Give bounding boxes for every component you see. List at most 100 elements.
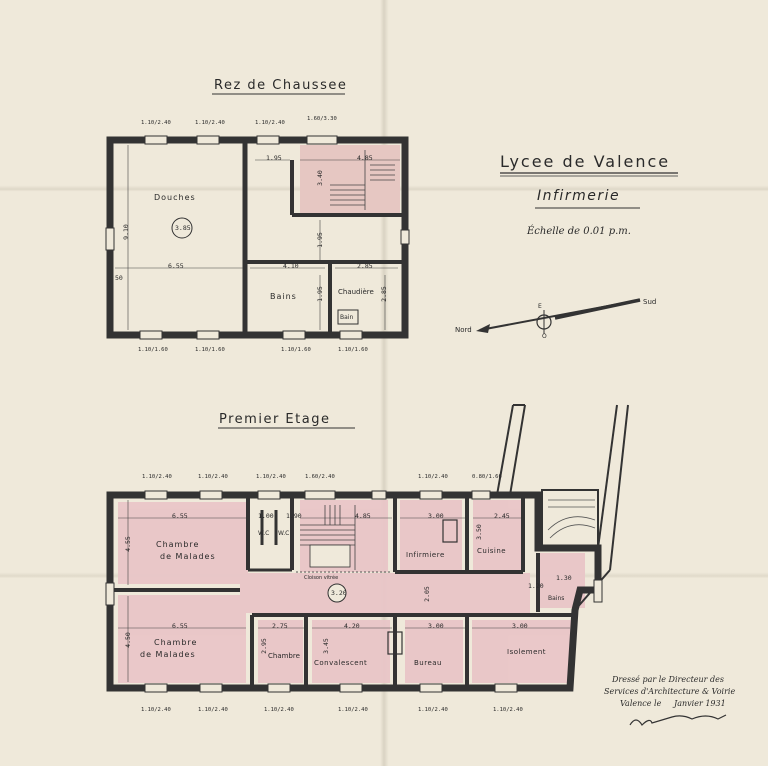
room-chaudiere: Chaudière: [338, 288, 374, 296]
dim: 2.85: [379, 286, 388, 302]
dim-wall: 50: [115, 274, 123, 282]
compass: [476, 298, 641, 334]
window-dim: 1.10/2.40: [141, 120, 171, 126]
room-infirmiere: Infirmiere: [406, 551, 445, 559]
dim: 3.50: [474, 524, 483, 540]
window-dim: 1.10/2.40: [418, 474, 448, 480]
dim: 6.55: [172, 622, 188, 630]
room-wc2: W.C: [278, 530, 290, 537]
bain-box: [337, 309, 359, 325]
room-convalescent: Convalescent: [314, 659, 368, 667]
dim: 3.00: [428, 622, 444, 630]
window-dim: 1.10/1.60: [138, 347, 168, 353]
room-chambre1-b: de Malades: [160, 552, 216, 561]
ground-window-left: [105, 227, 115, 251]
first-floor-label: Premier Etage: [219, 412, 331, 427]
dim: 3.40: [315, 170, 324, 186]
dim: 2.75: [272, 622, 288, 630]
dim: 4.55: [123, 536, 132, 552]
first-dimension-lines: [118, 500, 570, 682]
title-line1: Lycee de Valence: [500, 152, 671, 171]
ground-windows-top: [144, 135, 338, 145]
first-height-mark: 3.20: [331, 589, 347, 597]
dim: 4.85: [357, 154, 373, 162]
dim: 2.45: [494, 512, 510, 520]
height-mark-circle: [171, 217, 193, 239]
window-dim: 1.10/2.40: [256, 474, 286, 480]
room-chambre2-a: Chambre: [154, 638, 198, 647]
first-windows-top: [144, 490, 491, 500]
signature-line2: Services d'Architecture & Voirie: [604, 687, 736, 696]
room-bureau: Bureau: [414, 659, 442, 667]
dim: 2.95: [259, 638, 268, 654]
ground-dimension-lines: [115, 145, 400, 330]
ground-stairs: [330, 150, 395, 210]
dim: 6.55: [172, 512, 188, 520]
chimney: [442, 519, 458, 543]
window-dim: 1.10/2.40: [493, 707, 523, 713]
window-dim: 1.10/2.40: [141, 707, 171, 713]
dim: 1.90: [286, 512, 302, 520]
window-dim: 1.10/1.60: [281, 347, 311, 353]
room-chambre1-a: Chambre: [156, 540, 200, 549]
room-douches: Douches: [154, 193, 196, 202]
room-bains-first: Bains: [548, 595, 565, 602]
first-partitions: [248, 510, 292, 572]
annex-stairs: [547, 499, 596, 539]
ground-window-right: [400, 229, 410, 245]
window-dim: 1.60/2.40: [305, 474, 335, 480]
dim: 1.95: [315, 286, 324, 302]
annex-walls: [496, 404, 629, 611]
compass-e: E: [538, 303, 542, 310]
room-chambre2-b: de Malades: [140, 650, 196, 659]
title-underlines: [212, 93, 678, 429]
first-height-circle: [327, 583, 347, 603]
ground-floor-label: Rez de Chaussee: [214, 78, 348, 93]
first-windows-bottom: [144, 683, 518, 693]
room-chambre3: Chambre: [268, 652, 300, 660]
first-window-right: [593, 579, 603, 603]
compass-nord: Nord: [455, 326, 472, 334]
dim: 9.10: [121, 224, 130, 240]
first-window-left: [105, 582, 115, 606]
window-dim: 1.10/1.60: [338, 347, 368, 353]
dim: 2.85: [357, 262, 373, 270]
dim: 1.95: [266, 154, 282, 162]
first-interior-walls: [113, 498, 572, 685]
first-floor-plan: [105, 404, 629, 693]
window-dim: 1.10/2.40: [195, 120, 225, 126]
signature-line3: Valence le Janvier 1931: [620, 699, 726, 708]
dim: 4.10: [283, 262, 299, 270]
signature-line1: Dressé par le Directeur des: [612, 675, 724, 684]
compass-o: O: [542, 333, 547, 340]
window-dim: 1.10/2.40: [255, 120, 285, 126]
room-bains: Bains: [270, 292, 297, 301]
chimney: [387, 631, 403, 655]
window-dim: 1.10/2.40: [198, 707, 228, 713]
dim: 3.45: [321, 638, 330, 654]
window-dim: 1.10/2.40: [264, 707, 294, 713]
room-isolement: Isolement: [507, 648, 547, 656]
ground-height-mark: 3.85: [175, 224, 191, 232]
dim: 4.85: [355, 512, 371, 520]
dim: 2.05: [422, 586, 431, 602]
window-dim: 1.10/2.40: [338, 707, 368, 713]
window-dim: 1.10/2.40: [198, 474, 228, 480]
room-bain-small: Bain: [340, 314, 354, 321]
window-dim: 1.10/2.40: [418, 707, 448, 713]
signature-stroke: [629, 714, 727, 726]
dim: 4.50: [123, 632, 132, 648]
dim: 3.00: [512, 622, 528, 630]
dim: 1.20: [528, 582, 544, 590]
room-wc1: W.C: [258, 530, 270, 537]
ground-floor-plan: [105, 135, 410, 340]
dim: 1.30: [556, 574, 572, 582]
dim: 3.00: [428, 512, 444, 520]
room-cuisine: Cuisine: [477, 547, 507, 555]
window-dim: 1.60/3.30: [307, 116, 337, 122]
title-line2: Infirmerie: [537, 188, 621, 204]
dim: 1.00: [258, 512, 274, 520]
ground-windows-bottom: [139, 330, 363, 340]
window-dim: 1.10/1.60: [195, 347, 225, 353]
